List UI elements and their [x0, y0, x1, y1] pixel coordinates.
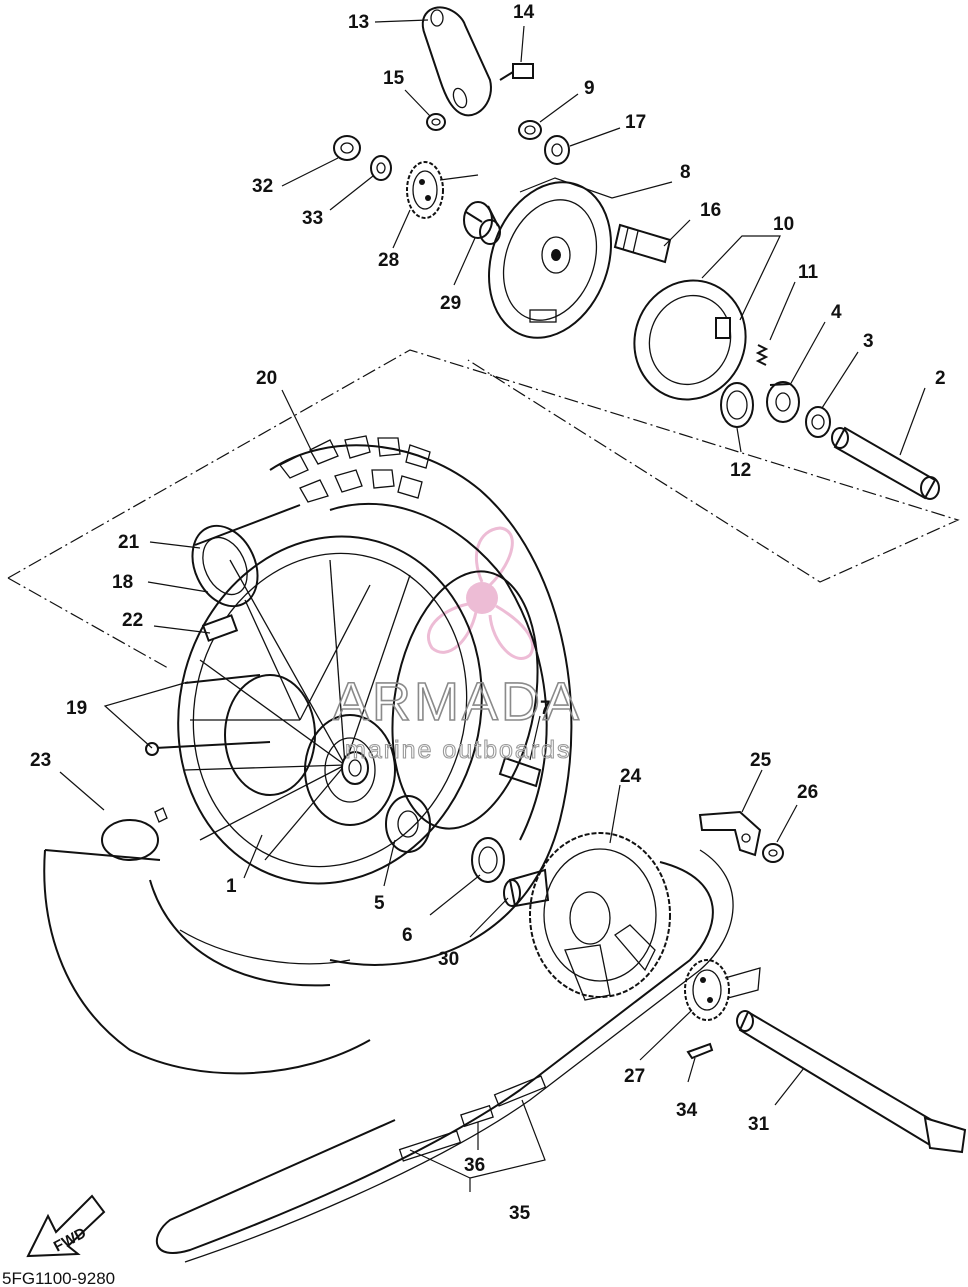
sprocket-guard-25	[698, 810, 762, 857]
callout-17: 17	[625, 112, 646, 133]
collar-29	[463, 201, 501, 245]
callout-9: 9	[584, 78, 595, 99]
callout-34: 34	[676, 1100, 698, 1121]
spacer-2	[831, 426, 940, 500]
callout-27: 27	[624, 1066, 645, 1087]
callout-26: 26	[797, 782, 818, 803]
cotter-pin-34	[686, 1042, 714, 1060]
drive-sprocket-28	[406, 161, 479, 219]
callout-20: 20	[256, 368, 277, 389]
washer-9	[518, 120, 542, 140]
callout-12: 12	[730, 460, 751, 481]
oil-seal-17	[544, 135, 570, 165]
callout-24: 24	[620, 766, 642, 787]
fwd-arrow-icon: FWD	[26, 1194, 106, 1258]
nut-15	[426, 113, 446, 131]
watermark-logo	[426, 526, 535, 660]
callout-16: 16	[700, 200, 721, 221]
brake-arm-13	[421, 6, 492, 117]
brake-shoe-plate-8	[488, 181, 612, 339]
callout-29: 29	[440, 293, 461, 314]
bearing-5	[385, 795, 431, 853]
callout-19: 19	[66, 698, 87, 719]
oil-seal-6	[471, 837, 505, 883]
drawing-code: 5FG1100-9280	[2, 1269, 115, 1287]
callout-3: 3	[863, 331, 874, 352]
collar-30	[503, 868, 550, 908]
adjuster-27	[684, 959, 761, 1021]
nut-26	[762, 843, 784, 863]
fwd-label: FWD	[51, 1224, 89, 1255]
tube-23	[101, 807, 168, 861]
callout-11: 11	[798, 262, 819, 283]
callout-2: 2	[935, 368, 946, 389]
callout-15: 15	[383, 68, 405, 89]
bolt-14	[499, 63, 534, 81]
bolt-7	[498, 756, 542, 788]
part-callouts: 13 14 15 9 17 32 33 28 29 8 16 10 11 4 3…	[30, 2, 946, 1224]
watermark-tagline: marine outboards	[345, 736, 572, 764]
camshaft-16	[613, 223, 672, 264]
callout-13: 13	[348, 12, 369, 33]
callout-30: 30	[438, 949, 459, 970]
callout-23: 23	[30, 750, 51, 771]
leader-lines	[59, 19, 926, 1192]
nut-32	[333, 135, 361, 161]
callout-10: 10	[773, 214, 794, 235]
callout-4: 4	[831, 302, 842, 323]
assembly-boundary	[7, 349, 960, 669]
wheel-axle-31	[736, 1010, 967, 1154]
callout-5: 5	[374, 893, 385, 914]
callout-21: 21	[118, 532, 140, 553]
callout-36: 36	[464, 1155, 485, 1176]
callout-25: 25	[750, 750, 772, 771]
rim-and-spokes	[177, 535, 539, 885]
callout-31: 31	[748, 1114, 770, 1135]
brake-shoe-kit-10	[633, 279, 747, 401]
bearing-4	[766, 381, 800, 423]
collar-3	[805, 406, 831, 438]
callout-6: 6	[402, 925, 413, 946]
callout-1: 1	[226, 876, 237, 897]
nipple-19	[145, 674, 271, 756]
callout-28: 28	[378, 250, 399, 271]
watermark-brand: ARMADA	[333, 672, 582, 732]
callout-32: 32	[252, 176, 273, 197]
washer-33	[370, 155, 392, 181]
callout-18: 18	[112, 572, 133, 593]
callout-22: 22	[122, 610, 143, 631]
callout-8: 8	[680, 162, 691, 183]
driven-sprocket-24	[529, 832, 671, 1001]
callout-33: 33	[302, 208, 323, 229]
oil-seal-12	[720, 382, 754, 428]
callout-14: 14	[513, 2, 535, 23]
drive-chain-35	[155, 849, 734, 1263]
callout-7: 7	[540, 698, 551, 719]
callout-35: 35	[509, 1203, 531, 1224]
spring-11	[755, 344, 769, 366]
bead-stopper-22	[201, 614, 239, 642]
chain-links	[398, 1075, 547, 1162]
